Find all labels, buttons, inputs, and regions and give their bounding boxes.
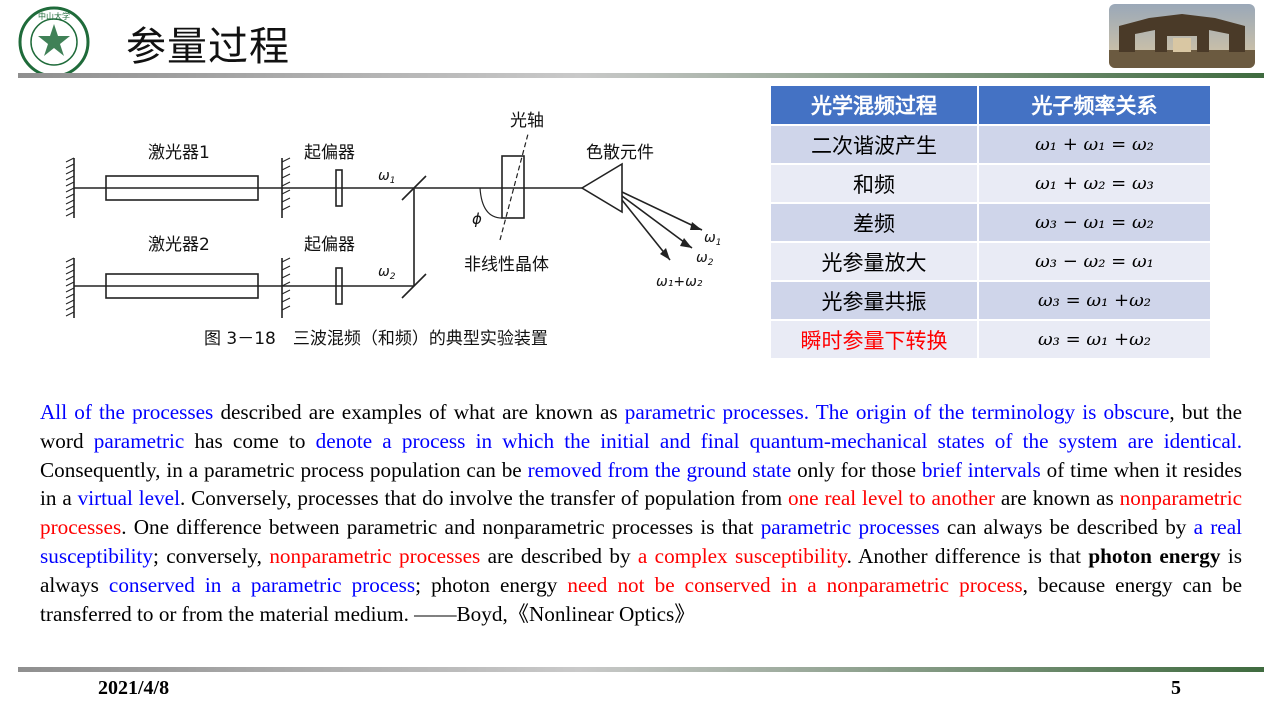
paragraph-segment: ; photon energy <box>415 572 568 597</box>
paragraph-segment: denote a process in which the initial an… <box>315 428 1242 453</box>
paragraph-segment: only for those <box>791 457 922 482</box>
output-omega2: ω2 <box>696 250 714 268</box>
process-cell: 二次谐波产生 <box>769 124 979 165</box>
table-row: 差频 ω₃ − ω₁ = ω₂ <box>769 202 1212 243</box>
paragraph-segment: parametric processes <box>760 515 940 540</box>
relation-cell: ω₃ − ω₁ = ω₂ <box>977 202 1212 243</box>
optic-axis-label: 光轴 <box>510 111 544 131</box>
polarizer1-label: 起偏器 <box>304 143 355 163</box>
paragraph-segment: are described by <box>480 543 638 568</box>
university-logo: 中山大学 <box>18 6 90 78</box>
paragraph-segment: . Conversely, processes that do involve … <box>179 486 788 511</box>
page-number: 5 <box>1171 677 1181 699</box>
paragraph-segment: brief intervals <box>921 457 1041 482</box>
polarizer2-label: 起偏器 <box>304 235 355 255</box>
paragraph-segment: nonparametric processes <box>269 543 481 568</box>
paragraph-segment: need not be conserved in a nonparametric… <box>567 572 1023 597</box>
paragraph-segment: Consequently, in a parametric process po… <box>40 457 528 482</box>
table-row: 和频 ω₁ + ω₂ = ω₃ <box>769 163 1212 204</box>
table-header-process: 光学混频过程 <box>769 84 979 126</box>
paragraph-segment: . Another difference is that <box>846 543 1089 568</box>
mixing-relation-table: 光学混频过程 光子频率关系 二次谐波产生 ω₁ + ω₁ = ω₂ 和频 ω₁ … <box>769 84 1212 360</box>
table-row: 光参量共振 ω₃ = ω₁ +ω₂ <box>769 280 1212 321</box>
paragraph-segment: can always be described by <box>939 515 1194 540</box>
paragraph-segment: removed from the ground state <box>527 457 792 482</box>
relation-cell: ω₁ + ω₂ = ω₃ <box>977 163 1212 204</box>
footer-divider <box>18 667 1264 672</box>
paragraph-segment: parametric <box>93 428 185 453</box>
phi-label: ϕ <box>472 210 482 228</box>
dispersive-label: 色散元件 <box>586 143 654 163</box>
omega2-label: ω2 <box>378 264 396 282</box>
footer-date: 2021/4/8 <box>98 677 170 699</box>
process-cell: 光参量放大 <box>769 241 979 282</box>
paragraph-segment: , because energy can be transferred to o… <box>40 572 1242 626</box>
output-omega1: ω1 <box>704 230 721 248</box>
paragraph-segment: a complex susceptibility <box>637 543 847 568</box>
paragraph-segment: All of the processes <box>40 400 214 424</box>
relation-cell: ω₃ = ω₁ +ω₂ <box>977 280 1212 321</box>
crystal-label: 非线性晶体 <box>464 255 549 275</box>
paragraph-segment: is always <box>40 543 1242 597</box>
relation-cell: ω₁ + ω₁ = ω₂ <box>977 124 1212 165</box>
relation-cell: ω₃ = ω₁ +ω₂ <box>977 319 1212 360</box>
process-cell: 光参量共振 <box>769 280 979 321</box>
table-row: 瞬时参量下转换 ω₃ = ω₁ +ω₂ <box>769 319 1212 360</box>
paragraph-segment: described are examples of what are known… <box>213 400 625 424</box>
table-row: 二次谐波产生 ω₁ + ω₁ = ω₂ <box>769 124 1212 165</box>
laser1-label: 激光器1 <box>148 143 210 163</box>
table-header-relation: 光子频率关系 <box>977 84 1212 126</box>
paragraph-segment: parametric processes. The origin of the … <box>624 400 1170 424</box>
optical-setup-diagram: 激光器1 激光器2 起偏器 起偏器 光轴 色散元件 非线性晶体 ϕ ω1 ω2 … <box>62 100 762 360</box>
diagram-caption: 图 3－18 三波混频（和频）的典型实验装置 <box>204 329 548 349</box>
paragraph-segment: photon energy <box>1088 543 1221 568</box>
process-cell: 差频 <box>769 202 979 243</box>
paragraph-segment: . One difference between parametric and … <box>121 515 761 540</box>
paragraph-segment: ; conversely, <box>153 543 270 568</box>
paragraph-segment: , but the word <box>40 400 1242 453</box>
process-cell: 和频 <box>769 163 979 204</box>
paragraph-segment: has come to <box>184 428 316 453</box>
laser2-label: 激光器2 <box>148 235 210 255</box>
paragraph-segment: a real susceptibility <box>40 515 1242 568</box>
paragraph-segment: are known as <box>994 486 1120 511</box>
table-row: 光参量放大 ω₃ − ω₂ = ω₁ <box>769 241 1212 282</box>
paragraph-segment: nonparametric processes <box>40 486 1242 540</box>
paragraph-segment: one real level to another <box>787 486 995 511</box>
output-sum: ω₁+ω₂ <box>656 274 703 290</box>
paragraph-segment: virtual level <box>77 486 180 511</box>
header-divider <box>18 73 1264 78</box>
paragraph-segment: of time when it resides in a <box>40 457 1243 511</box>
paragraph-segment: conserved in a parametric process <box>108 572 416 597</box>
campus-gate-photo <box>1109 4 1255 68</box>
boyd-quote-paragraph: All of the processes described are examp… <box>40 398 1242 628</box>
logo-text: 中山大学 <box>38 11 70 21</box>
process-cell-highlight: 瞬时参量下转换 <box>769 319 979 360</box>
relation-cell: ω₃ − ω₂ = ω₁ <box>977 241 1212 282</box>
page-title: 参量过程 <box>126 24 290 70</box>
omega1-label: ω1 <box>378 168 395 186</box>
